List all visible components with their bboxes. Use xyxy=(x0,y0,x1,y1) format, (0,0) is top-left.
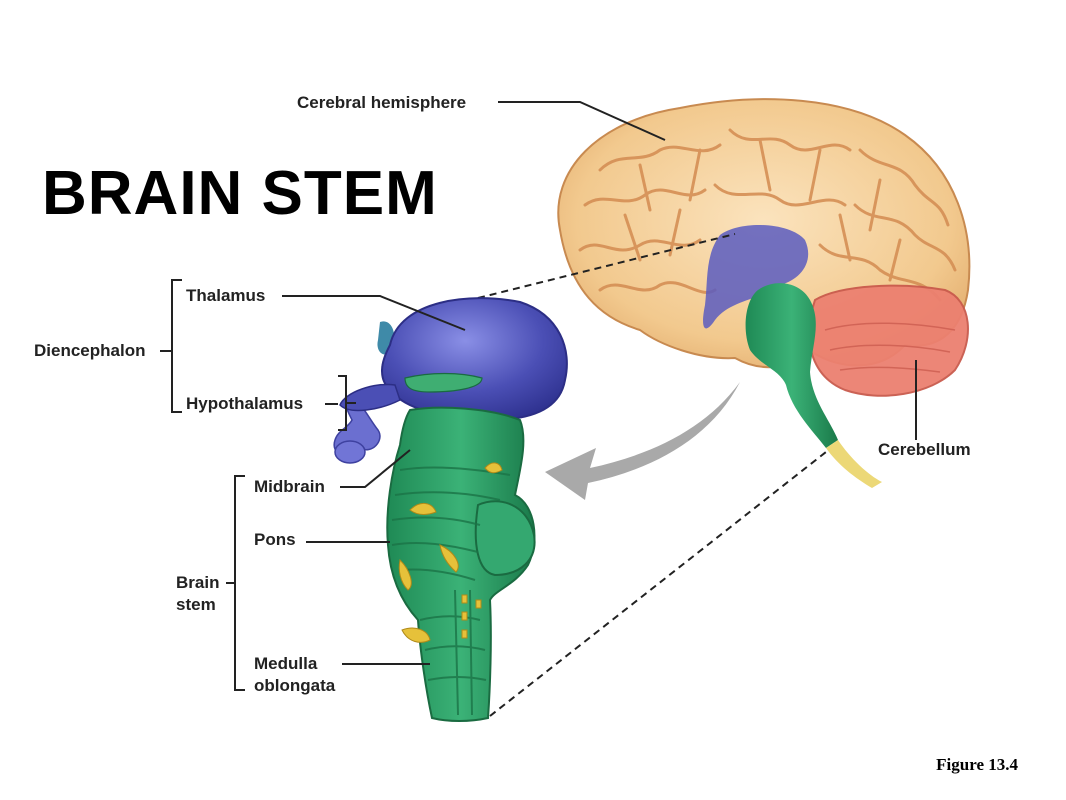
whole-brain-diencephalon xyxy=(703,224,809,329)
whole-brain-spinal-cord xyxy=(826,440,882,488)
figure-caption: Figure 13.4 xyxy=(936,755,1018,774)
whole-brain-stem xyxy=(745,283,838,448)
label-medulla-line2: oblongata xyxy=(254,676,336,695)
thalamus xyxy=(381,297,568,422)
zoom-line-top xyxy=(477,233,736,299)
page-title: BRAIN STEM xyxy=(42,159,438,228)
label-cerebellum: Cerebellum xyxy=(878,440,971,459)
whole-brain xyxy=(557,98,971,488)
optic-tract xyxy=(404,372,483,393)
pituitary xyxy=(334,440,366,464)
whole-brain-cerebellum xyxy=(808,284,969,397)
enlarged-brain-stem xyxy=(333,297,568,722)
zoom-line-bottom xyxy=(489,451,827,717)
label-hypothalamus: Hypothalamus xyxy=(186,394,304,413)
label-medulla-line1: Medulla xyxy=(254,654,318,673)
label-cerebral-hemisphere: Cerebral hemisphere xyxy=(297,93,467,112)
brain-stem-body xyxy=(386,406,536,722)
label-brain-stem-line2: stem xyxy=(176,595,216,614)
label-thalamus: Thalamus xyxy=(186,286,266,305)
zoom-arrow xyxy=(545,382,740,500)
hypothalamus xyxy=(339,383,401,412)
label-brain-stem-line1: Brain xyxy=(176,573,220,592)
label-diencephalon: Diencephalon xyxy=(34,341,146,360)
label-midbrain: Midbrain xyxy=(254,477,325,496)
leader-lines xyxy=(160,101,917,691)
label-pons: Pons xyxy=(254,530,296,549)
